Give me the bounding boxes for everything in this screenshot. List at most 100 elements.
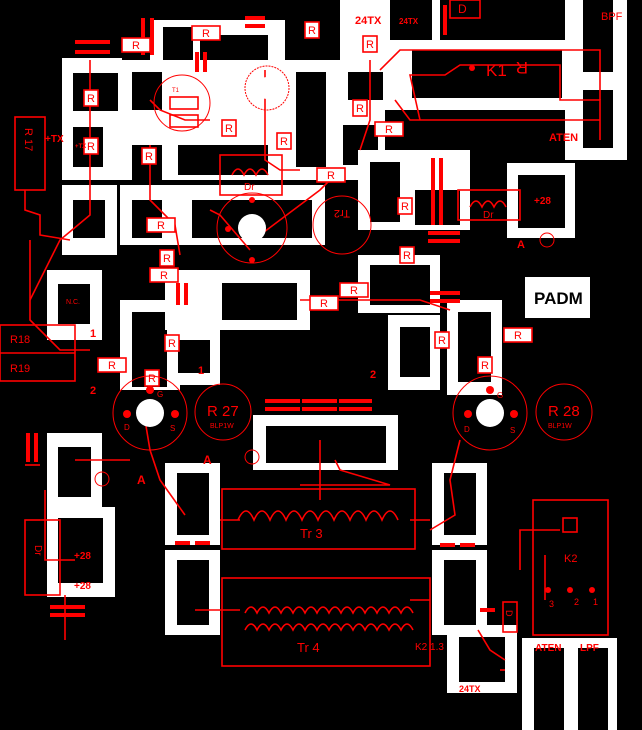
resistor-label: R bbox=[514, 330, 522, 342]
label-gate-right: G bbox=[497, 391, 503, 400]
label-r28-type: BLP1W bbox=[548, 423, 572, 430]
label-gate-left: G bbox=[157, 390, 163, 399]
resistor-label: R bbox=[280, 136, 288, 148]
resistor: R bbox=[397, 197, 413, 215]
resistor-label: R bbox=[225, 123, 233, 135]
component-outlines bbox=[0, 0, 609, 667]
label-diode-bottom: D bbox=[504, 610, 514, 617]
label-dr-left: Dr bbox=[32, 545, 43, 556]
resistor-label: R bbox=[327, 170, 335, 182]
resistor: R bbox=[362, 35, 378, 53]
label-r18: R18 bbox=[10, 334, 30, 346]
resistor-body bbox=[503, 327, 533, 343]
resistor: R bbox=[146, 217, 176, 233]
label-dr-right: Dr bbox=[483, 210, 494, 221]
resistor-label: R bbox=[403, 250, 411, 262]
resistor: R bbox=[144, 369, 160, 387]
resistor: R bbox=[339, 282, 369, 298]
label-r28: R 28 bbox=[548, 403, 580, 420]
label-source-left: S bbox=[170, 424, 175, 433]
resistor: R bbox=[316, 167, 346, 183]
label-r17: R 17 bbox=[22, 128, 34, 151]
resistor-label: R bbox=[320, 298, 328, 310]
resistor-body bbox=[159, 249, 175, 267]
resistor-label: R bbox=[148, 373, 156, 385]
resistor-label: R bbox=[350, 285, 358, 297]
label-24tx-small: 24TX bbox=[399, 17, 419, 26]
resistor-body bbox=[221, 119, 237, 137]
label-pin1-left: 1 bbox=[90, 328, 96, 340]
resistor-label: R bbox=[481, 360, 489, 372]
resistor-body bbox=[146, 217, 176, 233]
label-k2: K2 bbox=[564, 553, 577, 565]
label-a-mid: A bbox=[203, 453, 212, 467]
label-lpf: LPF bbox=[580, 643, 599, 654]
label-drain-left: D bbox=[124, 423, 130, 432]
label-source-right: S bbox=[510, 426, 515, 435]
label-pin1-mid: 1 bbox=[198, 365, 204, 377]
resistor-body bbox=[164, 334, 180, 352]
label-k2-p2: 2 bbox=[574, 597, 579, 607]
resistor-label: R bbox=[163, 253, 171, 265]
resistor-body bbox=[121, 37, 151, 53]
resistor: R bbox=[221, 119, 237, 137]
label-a-right: A bbox=[517, 239, 525, 251]
label-bpf: BPF bbox=[601, 11, 623, 23]
label-24tx-bottom: 24TX bbox=[459, 684, 481, 694]
resistor: R bbox=[309, 295, 339, 311]
labels: 24TX 24TX D BPF K1 R ATEN +TX +TX R 17 D… bbox=[10, 2, 623, 694]
padm-title: PADM bbox=[534, 289, 583, 308]
resistor: R bbox=[276, 132, 292, 150]
label-diode-top: D bbox=[458, 2, 467, 16]
resistor: R bbox=[399, 246, 415, 264]
resistor: R bbox=[83, 89, 99, 107]
resistor-body bbox=[362, 35, 378, 53]
resistor-label: R bbox=[160, 270, 168, 282]
resistor-body bbox=[191, 25, 221, 41]
label-r19: R19 bbox=[10, 363, 30, 375]
resistor-body bbox=[276, 132, 292, 150]
label-r27: R 27 bbox=[207, 403, 239, 420]
resistor-label: R bbox=[401, 201, 409, 213]
resistor-body bbox=[309, 295, 339, 311]
resistor: R bbox=[352, 99, 368, 117]
resistor-label: R bbox=[157, 220, 165, 232]
label-dr-mid: Dr bbox=[244, 182, 255, 193]
resistor-label: R bbox=[87, 93, 95, 105]
resistor: R bbox=[503, 327, 533, 343]
label-aten-bottom: ATEN bbox=[535, 643, 561, 654]
label-drain-right: D bbox=[464, 425, 470, 434]
resistor-label: R bbox=[87, 141, 95, 153]
label-plus-tx-small: +TX bbox=[75, 144, 86, 150]
label-tr2: Tr2 bbox=[334, 207, 350, 219]
label-plus28-left-a: +28 bbox=[74, 551, 91, 562]
resistor-label: R bbox=[385, 124, 393, 136]
resistor-label: R bbox=[356, 103, 364, 115]
label-nc: N.C. bbox=[66, 299, 80, 306]
label-k1: K1 bbox=[486, 61, 507, 80]
label-tr4: Tr 4 bbox=[297, 640, 320, 655]
resistor-label: R bbox=[145, 151, 153, 163]
resistor-body bbox=[316, 167, 346, 183]
label-plus-tx: +TX bbox=[45, 134, 64, 145]
resistor-body bbox=[144, 369, 160, 387]
resistor-body bbox=[397, 197, 413, 215]
label-t1: T1 bbox=[172, 88, 180, 94]
resistor: R bbox=[149, 267, 179, 283]
resistor-label: R bbox=[438, 335, 446, 347]
label-tr3: Tr 3 bbox=[300, 526, 323, 541]
resistor-label: R bbox=[108, 360, 116, 372]
resistor: R bbox=[434, 331, 450, 349]
resistor-label: R bbox=[202, 28, 210, 40]
resistor-body bbox=[141, 147, 157, 165]
label-plus28-left-b: +28 bbox=[74, 581, 91, 592]
copper-pads bbox=[47, 0, 627, 730]
resistor: R bbox=[159, 249, 175, 267]
resistor: R bbox=[477, 356, 493, 374]
label-r27-type: BLP1W bbox=[210, 423, 234, 430]
resistor: R bbox=[97, 357, 127, 373]
resistor: R bbox=[374, 121, 404, 137]
resistor: R bbox=[83, 137, 99, 155]
